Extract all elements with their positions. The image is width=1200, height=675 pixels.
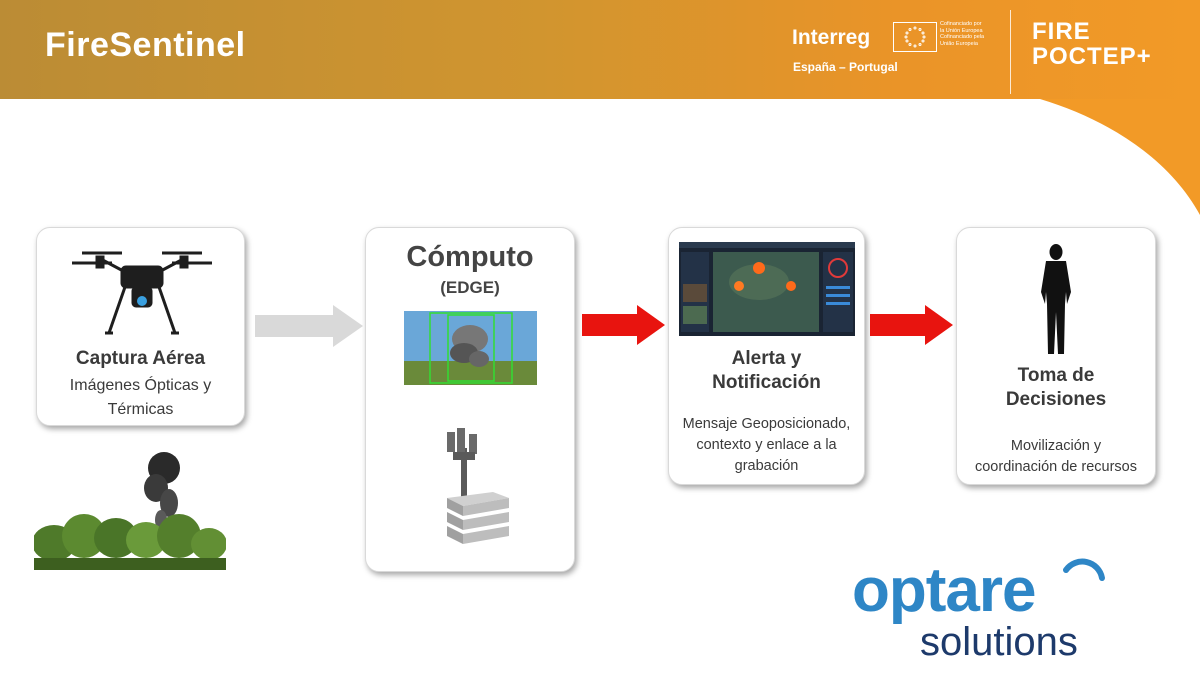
decision-description: Movilización y coordinación de recursos (974, 438, 1137, 475)
decision-card: Toma de Decisiones Movilización y coordi… (956, 227, 1156, 485)
gray-arrow (255, 305, 363, 347)
red-arrow-2 (870, 305, 953, 345)
smoke-detection-image (404, 311, 537, 385)
optare-logo-line2: solutions (920, 620, 1078, 664)
fire-poctep-logo: FIRE POCTEP+ (1032, 18, 1152, 70)
compute-title: Cómputo (406, 241, 534, 273)
compute-card: Cómputo (EDGE) (365, 227, 575, 572)
alert-description: Mensaje Geoposicionado, contexto y enlac… (682, 416, 851, 474)
drone-icon (72, 251, 212, 335)
eu-cofinance-text: Cofinanciado por la Unión Europea Cofina… (940, 21, 985, 47)
red-arrow-1 (582, 305, 665, 345)
capture-title: Captura Aérea (75, 348, 206, 369)
interreg-subtitle: España – Portugal (793, 60, 898, 74)
compute-subtitle: (EDGE) (440, 278, 500, 297)
header-band (0, 0, 1200, 99)
capture-description: Imágenes Ópticas y Térmicas (69, 377, 212, 418)
page-title: FireSentinel (45, 26, 246, 64)
alert-card: Alerta y Notificación Mensaje Geoposicio… (668, 227, 865, 485)
dashboard-map-image (679, 242, 855, 336)
decision-title: Toma de Decisiones (1005, 365, 1107, 410)
optare-logo-line1: optare (852, 556, 1036, 625)
eu-flag-icon (893, 22, 937, 52)
person-silhouette-icon (1041, 244, 1071, 354)
alert-title: Alerta y Notificación (712, 348, 821, 393)
header-divider (1010, 10, 1011, 94)
forest-smoke-image (34, 452, 226, 570)
wifi-arc-icon (1063, 558, 1105, 581)
interreg-logo-text: Interreg (792, 26, 871, 49)
edge-server-icon (447, 428, 509, 544)
capture-card: Captura Aérea Imágenes Ópticas y Térmica… (36, 227, 245, 426)
